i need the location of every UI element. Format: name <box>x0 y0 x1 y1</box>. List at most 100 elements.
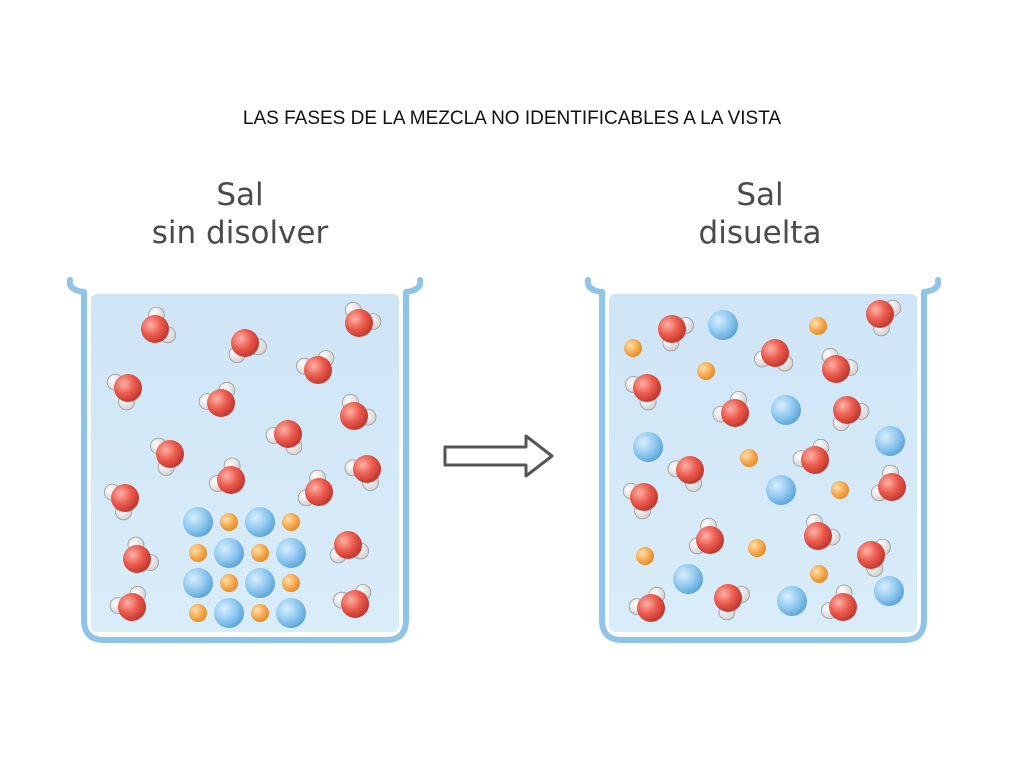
chloride-ion-icon <box>276 598 306 628</box>
oxygen-atom <box>353 455 381 483</box>
water-molecule-icon <box>792 438 830 474</box>
sodium-ion-icon <box>624 339 642 357</box>
oxygen-atom <box>231 329 259 357</box>
chloride-ion-icon <box>245 507 275 537</box>
water-molecule-icon <box>821 347 859 383</box>
chloride-ion-icon <box>875 426 905 456</box>
sodium-ion-icon <box>189 604 207 622</box>
chloride-ion-icon <box>633 432 663 462</box>
water-molecule-icon <box>106 373 142 411</box>
water-molecule-icon <box>141 306 177 344</box>
oxygen-atom <box>114 374 142 402</box>
oxygen-atom <box>676 456 704 484</box>
sodium-ion-icon <box>740 449 758 467</box>
oxygen-atom <box>866 300 894 328</box>
chloride-ion-icon <box>777 586 807 616</box>
slide-title: LAS FASES DE LA MEZCLA NO IDENTIFICABLES… <box>242 108 782 129</box>
oxygen-atom <box>111 484 139 512</box>
water-molecule-icon <box>103 483 139 521</box>
oxygen-atom <box>833 396 861 424</box>
water-molecule-icon <box>625 374 661 411</box>
water-molecule-icon <box>340 393 377 430</box>
water-molecule-icon <box>344 301 382 337</box>
sodium-ion-icon <box>220 513 238 531</box>
oxygen-atom <box>341 590 369 618</box>
water-molecules <box>103 299 906 622</box>
water-molecule-icon <box>866 299 902 337</box>
oxygen-atom <box>630 483 658 511</box>
chloride-ion-icon <box>874 576 904 606</box>
chloride-ion-icon <box>708 310 738 340</box>
water-molecule-icon <box>804 514 841 550</box>
oxygen-atom <box>857 541 885 569</box>
chloride-ion-icon <box>673 564 703 594</box>
oxygen-atom <box>714 584 742 612</box>
water-molecule-icon <box>622 482 658 520</box>
water-molecule-icon <box>333 584 372 618</box>
sodium-ion-icon <box>220 574 238 592</box>
oxygen-atom <box>822 355 850 383</box>
oxygen-atom <box>305 478 333 506</box>
water-molecule-icon <box>109 585 147 621</box>
salt-crystal <box>183 507 306 628</box>
water-molecule-icon <box>329 531 370 564</box>
water-molecule-icon <box>228 329 267 363</box>
right-arrow-icon <box>443 434 554 478</box>
sodium-ion-icon <box>809 317 827 335</box>
sodium-ion-icon <box>251 604 269 622</box>
water-molecule-icon <box>296 350 335 384</box>
water-molecule-icon <box>123 536 160 573</box>
panel-label-line2: sin disolver <box>151 215 329 251</box>
sodium-ion-icon <box>189 544 207 562</box>
panel-label-undissolved: Sal sin disolver <box>130 176 350 252</box>
oxygen-atom <box>633 374 661 402</box>
sodium-ion-icon <box>810 565 828 583</box>
water-molecule-icon <box>712 390 749 427</box>
panel-label-line1: Sal <box>736 177 784 213</box>
water-molecule-icon <box>297 469 333 507</box>
oxygen-atom <box>141 315 169 343</box>
oxygen-atom <box>761 339 789 367</box>
sodium-ion-icon <box>697 362 715 380</box>
oxygen-atom <box>118 593 146 621</box>
oxygen-atom <box>721 399 749 427</box>
dissolved-ions <box>624 310 905 616</box>
oxygen-atom <box>829 593 857 621</box>
panel-label-line1: Sal <box>216 177 264 213</box>
oxygen-atom <box>340 402 368 430</box>
oxygen-atom <box>274 420 302 448</box>
sodium-ion-icon <box>748 539 766 557</box>
water-molecule-icon <box>208 457 245 494</box>
oxygen-atom <box>804 522 832 550</box>
water-molecule-icon <box>832 396 870 432</box>
oxygen-atom <box>217 466 245 494</box>
oxygen-atom <box>637 594 665 622</box>
water-molecule-icon <box>870 464 906 502</box>
chloride-ion-icon <box>276 538 306 568</box>
oxygen-atom <box>334 531 362 559</box>
water-molecule-icon <box>628 586 666 622</box>
water-molecule-icon <box>198 381 236 417</box>
chloride-ion-icon <box>245 568 275 598</box>
water-molecule-icon <box>265 420 303 456</box>
sodium-ion-icon <box>282 574 300 592</box>
chloride-ion-icon <box>214 538 244 568</box>
chloride-ion-icon <box>214 598 244 628</box>
water-molecule-icon <box>667 456 704 493</box>
oxygen-atom <box>304 356 332 384</box>
oxygen-atom <box>123 545 151 573</box>
chloride-ion-icon <box>183 568 213 598</box>
oxygen-atom <box>345 309 373 337</box>
panel-label-dissolved: Sal disuelta <box>650 176 870 252</box>
oxygen-atom <box>696 526 724 554</box>
sodium-ion-icon <box>636 547 654 565</box>
sodium-ion-icon <box>251 544 269 562</box>
water-molecule-icon <box>857 538 891 577</box>
sodium-ion-icon <box>282 513 300 531</box>
oxygen-atom <box>801 446 829 474</box>
panel-label-line2: disuelta <box>698 215 822 251</box>
chloride-ion-icon <box>766 475 796 505</box>
water-molecule-icon <box>754 339 794 372</box>
oxygen-atom <box>658 315 686 343</box>
